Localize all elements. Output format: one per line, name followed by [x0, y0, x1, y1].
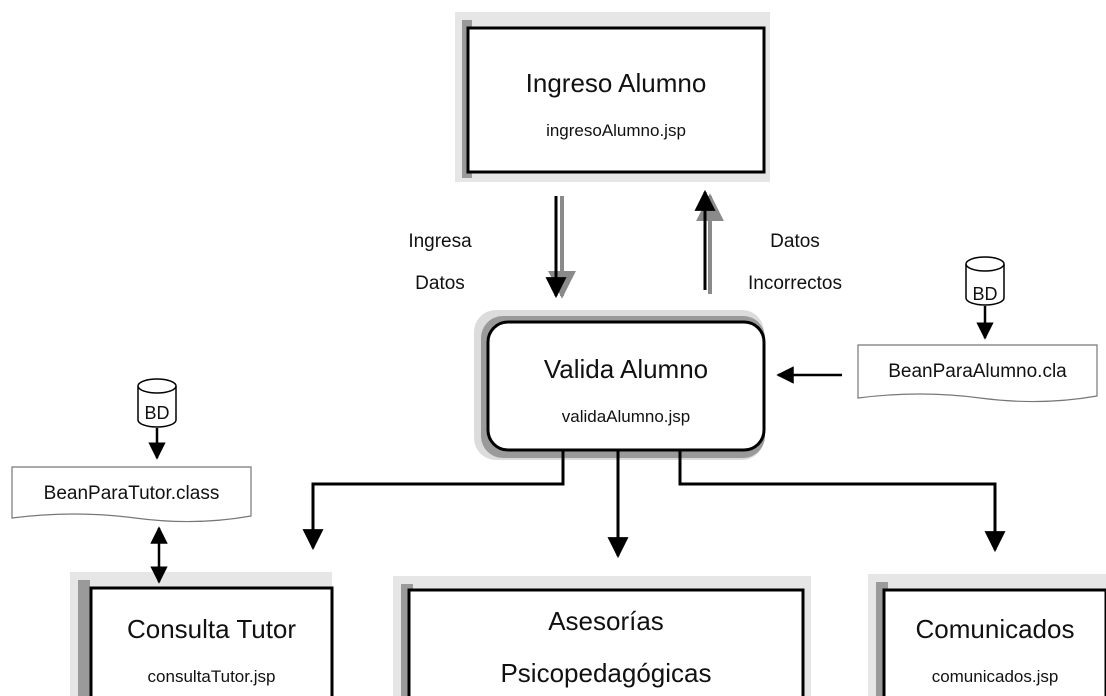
- node-valida-alumno: [474, 310, 766, 460]
- consulta-tutor-title: Consulta Tutor: [126, 614, 297, 644]
- ingreso-alumno-title: Ingreso Alumno: [525, 68, 707, 98]
- bean-tutor-label: BeanParaTutor.class: [43, 483, 220, 504]
- node-asesorias: [393, 576, 811, 696]
- node-comunicados: [868, 574, 1106, 696]
- arrow-ingresa-datos: [545, 196, 576, 299]
- database-right: [965, 256, 1005, 340]
- datos-incorrectos-label-line1: Datos: [770, 231, 820, 252]
- asesorias-title-line2: Psicopedagógicas: [500, 658, 712, 688]
- database-left: [137, 378, 177, 460]
- bean-alumno-label: BeanParaAlumno.cla: [888, 361, 1067, 382]
- ingresa-label-line2: Datos: [415, 273, 465, 294]
- document-bean-alumno: [776, 344, 1098, 403]
- comunicados-file: comunicados.jsp: [931, 667, 1059, 686]
- ingreso-alumno-file: ingresoAlumno.jsp: [546, 121, 686, 140]
- connector-to-comunicados: [678, 450, 1006, 553]
- connector-to-consulta-tutor: [302, 450, 565, 551]
- ingresa-label-line1: Ingresa: [408, 231, 472, 252]
- document-bean-tutor: [11, 466, 252, 584]
- node-consulta-tutor: [70, 572, 334, 696]
- valida-alumno-file: validaAlumno.jsp: [561, 407, 691, 426]
- node-ingreso-alumno: [455, 12, 770, 182]
- datos-incorrectos-label-line2: Incorrectos: [748, 273, 842, 294]
- asesorias-title-line1: Asesorías: [548, 606, 664, 636]
- arrow-datos-incorrectos: [694, 189, 724, 294]
- database-left-label: BD: [144, 403, 170, 423]
- valida-alumno-title: Valida Alumno: [543, 354, 709, 384]
- database-right-label: BD: [972, 284, 998, 304]
- consulta-tutor-file: consultaTutor.jsp: [147, 667, 276, 686]
- comunicados-title: Comunicados: [915, 614, 1075, 644]
